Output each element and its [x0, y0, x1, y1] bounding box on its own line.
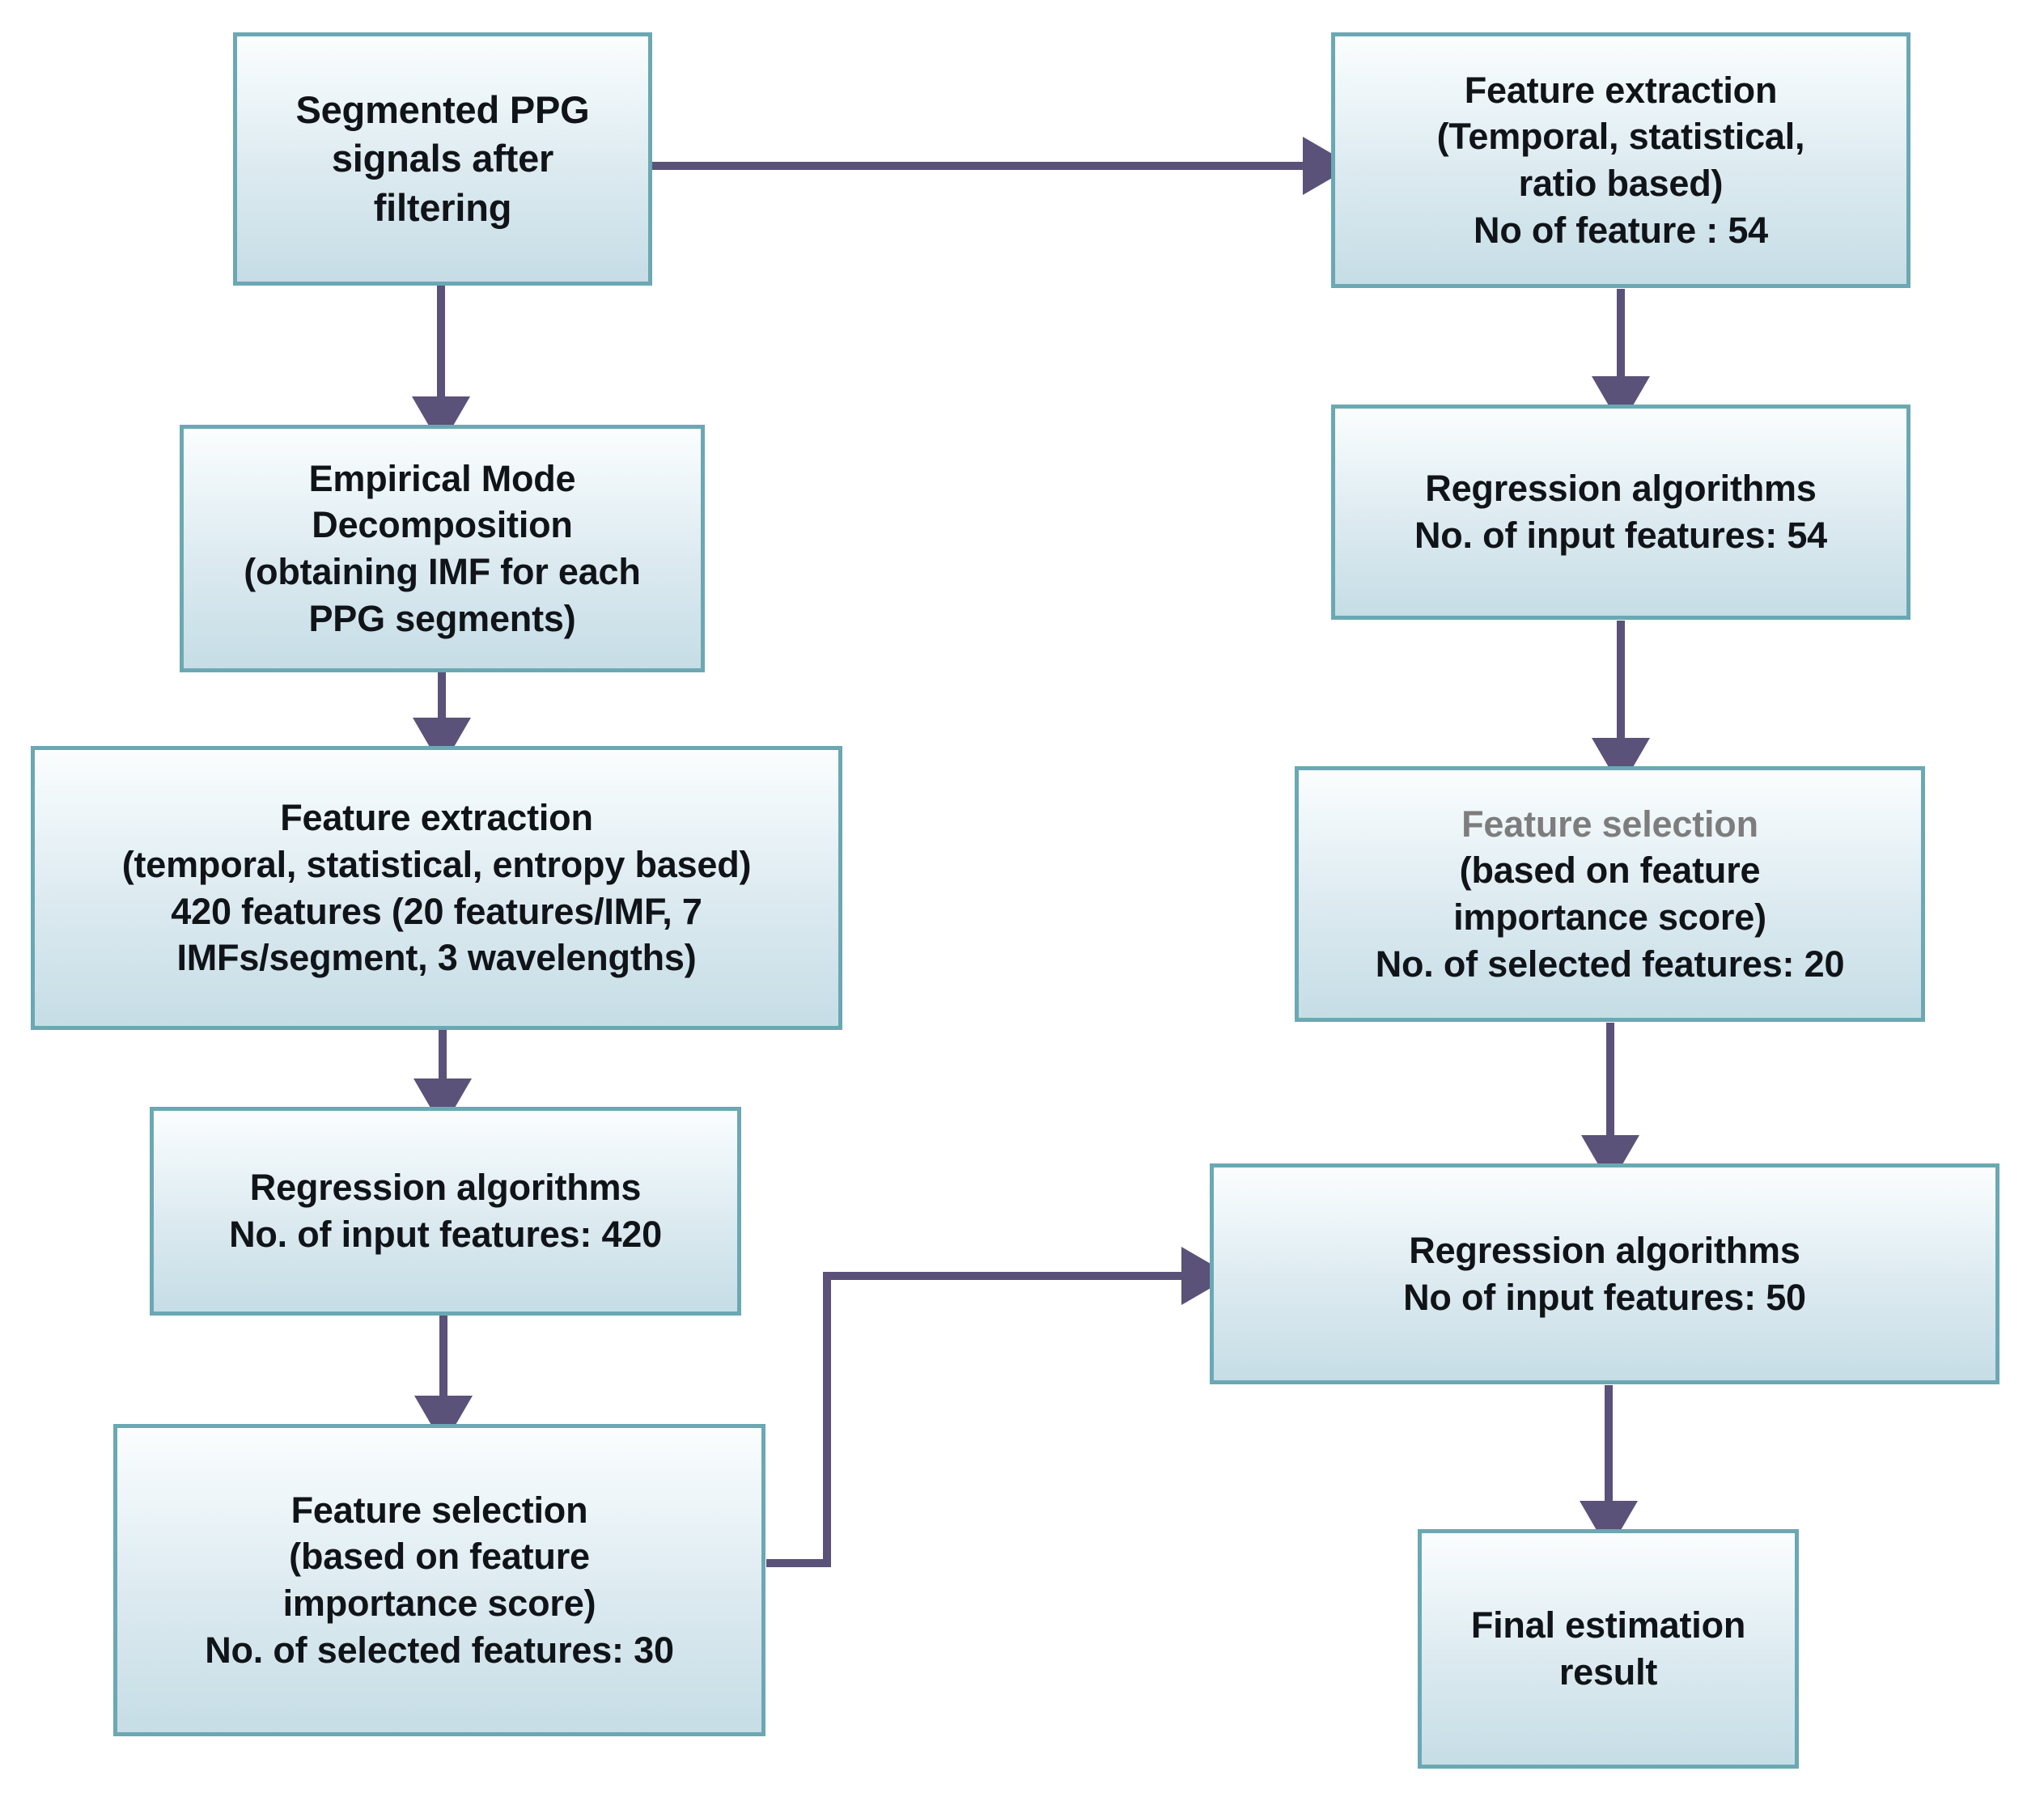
node-regression-algorithms-420[interactable]: Regression algorithms No. of input featu…: [150, 1107, 741, 1316]
node-line: Regression algorithms: [249, 1167, 642, 1209]
node-line: Empirical Mode: [308, 457, 576, 499]
node-line: (obtaining IMF for each: [244, 551, 641, 592]
node-feature-selection-30[interactable]: Feature selection (based on feature impo…: [113, 1424, 765, 1736]
node-line: Feature extraction: [280, 797, 593, 839]
edge-featsel30-to-reg50: [766, 1247, 1232, 1567]
node-final-estimation-result[interactable]: Final estimation result: [1418, 1529, 1799, 1769]
node-line: No. of input features: 54: [1414, 515, 1828, 556]
node-regression-algorithms-50[interactable]: Regression algorithms No of input featur…: [1210, 1163, 1999, 1384]
node-line: Final estimation: [1470, 1604, 1746, 1646]
node-line: IMFs/segment, 3 wavelengths): [176, 937, 697, 979]
node-line: No. of selected features: 20: [1375, 943, 1845, 985]
node-line: No. of selected features: 30: [205, 1629, 674, 1671]
node-line: Segmented PPG: [295, 88, 590, 132]
node-empirical-mode-decomposition[interactable]: Empirical Mode Decomposition (obtaining …: [180, 425, 705, 672]
node-line: PPG segments): [308, 597, 576, 639]
node-line: 420 features (20 features/IMF, 7: [171, 890, 702, 932]
node-line: Regression algorithms: [1409, 1229, 1800, 1271]
node-line: (based on feature: [289, 1536, 590, 1578]
node-line: Feature extraction: [1464, 69, 1778, 111]
node-line: Regression algorithms: [1425, 468, 1817, 510]
node-feature-selection-20[interactable]: Feature selection (based on feature impo…: [1295, 766, 1925, 1022]
node-regression-algorithms-54[interactable]: Regression algorithms No. of input featu…: [1331, 405, 1910, 620]
node-line: filtering: [373, 185, 512, 229]
node-line: No. of input features: 420: [229, 1214, 662, 1255]
node-feature-extraction-raw[interactable]: Feature extraction (Temporal, statistica…: [1331, 32, 1910, 288]
node-line: Decomposition: [312, 504, 573, 546]
node-line: No of feature : 54: [1474, 209, 1768, 251]
node-line: (Temporal, statistical,: [1436, 116, 1805, 158]
node-line: (temporal, statistical, entropy based): [121, 843, 752, 885]
node-line: result: [1558, 1651, 1658, 1693]
node-line: Feature selection: [1461, 803, 1758, 845]
node-segmented-ppg-signals[interactable]: Segmented PPG signals after filtering: [233, 32, 652, 286]
node-line: ratio based): [1518, 163, 1724, 204]
node-line: Feature selection: [290, 1489, 588, 1531]
node-line: importance score): [1453, 896, 1766, 938]
node-line: (based on feature: [1459, 850, 1761, 892]
node-line: importance score): [282, 1583, 596, 1624]
node-line: signals after: [331, 137, 554, 180]
node-feature-extraction-emd[interactable]: Feature extraction (temporal, statistica…: [31, 746, 842, 1030]
node-line: No of input features: 50: [1403, 1276, 1806, 1318]
